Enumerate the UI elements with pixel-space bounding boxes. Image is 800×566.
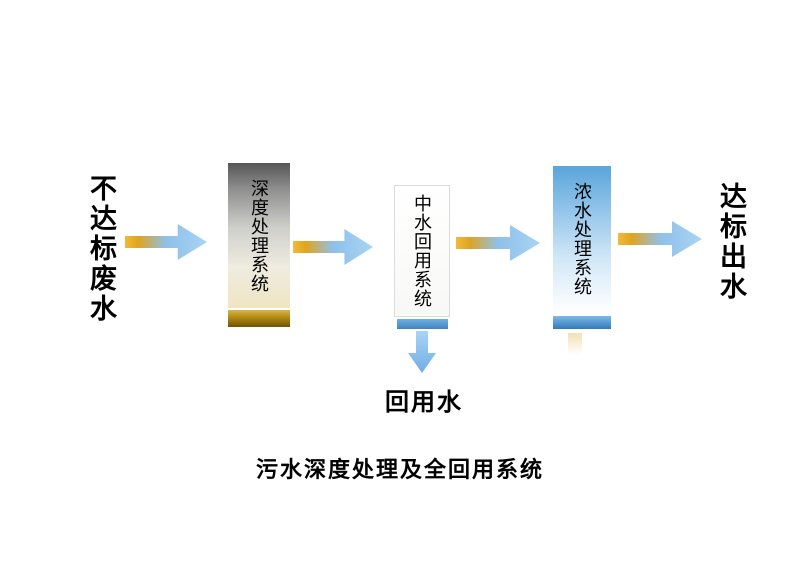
flow-arrow-4 (618, 221, 702, 257)
process-box-water-reuse-label: 中水回用系统 (412, 194, 432, 308)
box-base-bar-blue-middle (397, 319, 448, 329)
process-box-concentrate-treatment-label: 浓水处理系统 (572, 182, 592, 296)
process-box-deep-treatment: 深度处理系统 (228, 163, 290, 308)
input-water-label: 不达标废水 (86, 174, 116, 324)
reuse-water-label: 回用水 (385, 389, 463, 416)
flow-arrow-1 (125, 224, 207, 260)
flow-arrow-3 (456, 225, 540, 261)
faint-gold-smudge (568, 333, 582, 355)
process-box-concentrate-treatment: 浓水处理系统 (553, 166, 611, 312)
process-box-water-reuse: 中水回用系统 (394, 185, 450, 317)
box-base-bar-gold (228, 310, 290, 327)
flow-arrow-down (408, 331, 436, 373)
output-water-label: 达标出水 (716, 182, 746, 302)
box-base-bar-blue-right (553, 316, 611, 329)
process-box-deep-treatment-label: 深度处理系统 (249, 178, 269, 293)
flow-arrow-2 (293, 229, 373, 265)
diagram-caption: 污水深度处理及全回用系统 (255, 457, 544, 482)
